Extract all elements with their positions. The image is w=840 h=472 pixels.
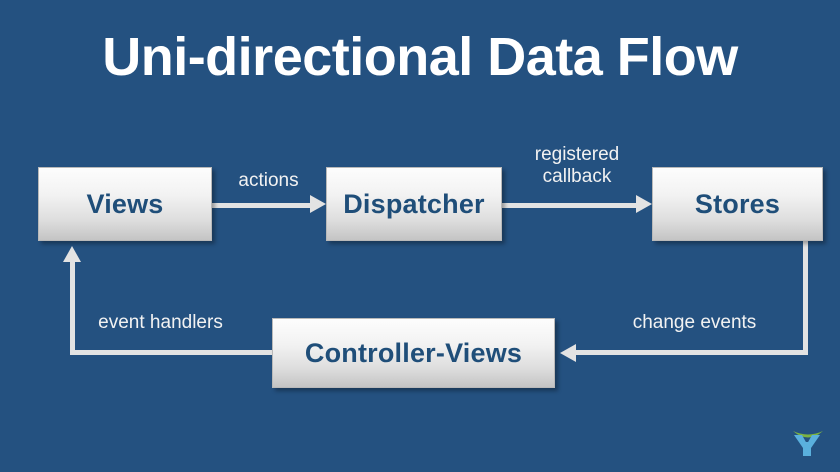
- edge-views-dispatcher-arrowhead: [310, 195, 326, 213]
- edge-controller-views-arrowhead: [63, 246, 81, 262]
- edge-label-change-events: change events: [632, 312, 757, 333]
- edge-stores-controller-horizontal: [576, 350, 808, 355]
- node-views[interactable]: Views: [38, 167, 212, 241]
- edge-controller-views-horizontal: [70, 350, 275, 355]
- edge-stores-controller-arrowhead: [560, 344, 576, 362]
- edge-label-actions: actions: [238, 170, 299, 191]
- node-stores[interactable]: Stores: [652, 167, 823, 241]
- page-title: Uni-directional Data Flow: [102, 27, 738, 87]
- edge-controller-views-vertical: [70, 262, 75, 354]
- edge-dispatcher-stores-line: [502, 203, 637, 208]
- edge-label-registered-callback: registered callback: [534, 144, 620, 187]
- edge-label-event-handlers: event handlers: [98, 312, 223, 333]
- edge-views-dispatcher-line: [212, 203, 312, 208]
- edge-dispatcher-stores-arrowhead: [636, 195, 652, 213]
- node-dispatcher[interactable]: Dispatcher: [326, 167, 502, 241]
- edge-stores-controller-vertical: [803, 241, 808, 355]
- company-logo-icon: [793, 431, 823, 456]
- node-controller-views[interactable]: Controller-Views: [272, 318, 555, 388]
